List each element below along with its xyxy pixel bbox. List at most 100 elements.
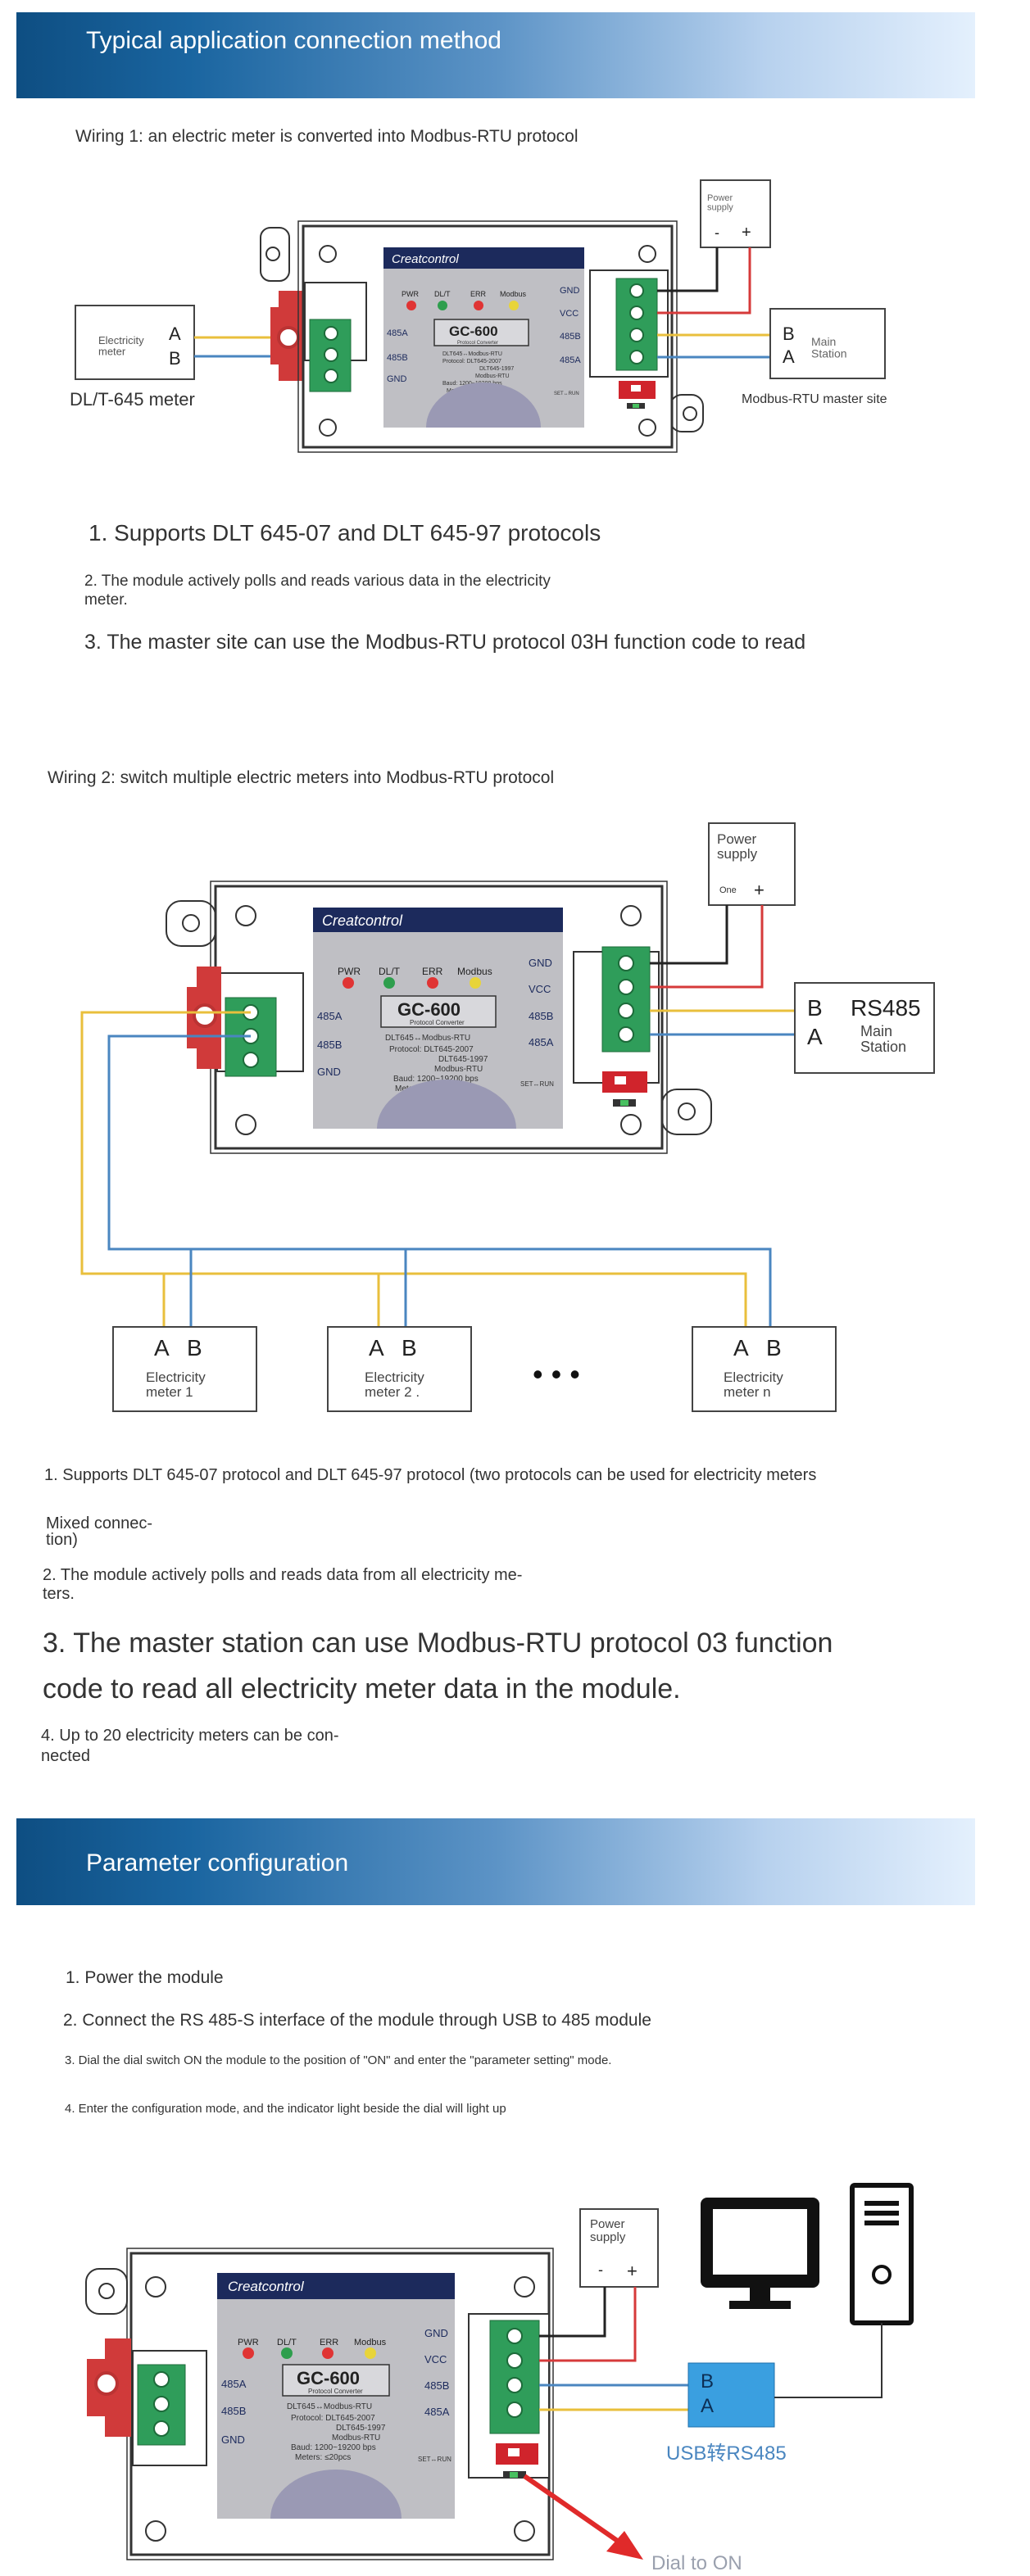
right-term-vcc: VCC <box>560 309 579 319</box>
s2-point-1: 1. Supports DLT 645-07 protocol and DLT … <box>44 1466 817 1484</box>
banner-title-2: Parameter configuration <box>86 1849 349 1877</box>
section-banner-connection: Typical application connection method <box>16 12 975 98</box>
device-model-3: GC-600 <box>297 2368 360 2388</box>
power-one: One <box>719 885 737 895</box>
meter-caption: DL/T-645 meter <box>70 389 195 410</box>
spec-line-3: DLT645-1997 <box>479 366 514 372</box>
power-minus-3: - <box>598 2261 603 2278</box>
left-term-485b: 485B <box>387 353 408 363</box>
config-diagram: Creatcontrol PWR DL/T ERR Modbus GC-600 … <box>85 2183 914 2574</box>
svg-text:A: A <box>369 1335 384 1360</box>
left-term-gnd: GND <box>387 374 407 384</box>
spec-line-3-4: Modbus-RTU <box>332 2433 380 2442</box>
wiring-1-title: Wiring 1: an electric meter is converted… <box>75 127 579 146</box>
s2-point-4: 4. Up to 20 electricity meters can be co… <box>41 1727 339 1765</box>
s3-step-2: 2. Connect the RS 485-S interface of the… <box>63 2011 651 2030</box>
left-term-2-gnd: GND <box>317 1066 341 1078</box>
right-term-2-gnd: GND <box>529 957 552 969</box>
device-model-sub: Protocol Converter <box>457 341 498 346</box>
right-term-3-gnd: GND <box>424 2327 448 2339</box>
rs485-station-box <box>794 982 935 1074</box>
led-label-pwr-2: PWR <box>338 966 361 977</box>
right-term-485a: 485A <box>560 355 581 365</box>
s3-step-3: 3. Dial the dial switch ON the module to… <box>65 2053 612 2067</box>
device-model: GC-600 <box>449 324 498 339</box>
svg-text:A: A <box>154 1335 170 1360</box>
right-term-3-485a: 485A <box>424 2406 450 2418</box>
device-body-2: Creatcontrol PWR DL/T ERR Modbus GC-600 … <box>166 881 712 1154</box>
device-brand: Creatcontrol <box>392 252 459 266</box>
left-term-2-485a: 485A <box>317 1010 343 1022</box>
power-plus-3: + <box>627 2261 638 2281</box>
svg-text:B: B <box>187 1335 202 1360</box>
s1-point-2: 2. The module actively polls and reads v… <box>84 573 551 609</box>
svg-text:A: A <box>701 2395 714 2417</box>
station-caption: Modbus-RTU master site <box>742 392 887 406</box>
left-term-3-gnd: GND <box>221 2433 245 2446</box>
power-plus-2: + <box>754 880 765 900</box>
left-term-2-485b: 485B <box>317 1039 342 1051</box>
right-term-2-vcc: VCC <box>529 983 551 995</box>
spec-line-4: Modbus-RTU <box>475 373 510 379</box>
spec-line-2-3: DLT645-1997 <box>438 1055 488 1064</box>
s2-point-2: 2. The module actively polls and reads d… <box>43 1566 523 1603</box>
switch-label-3: SET↔RUN <box>418 2456 451 2463</box>
right-term-2-485a: 485A <box>529 1036 554 1048</box>
led-label-dlt-3: DL/T <box>277 2338 297 2347</box>
device-brand-3: Creatcontrol <box>228 2279 305 2294</box>
pc-tower-icon <box>850 2183 914 2325</box>
s1-point-3: 3. The master site can use the Modbus-RT… <box>84 631 806 654</box>
s2-point-1-cont: Mixed connec- tion) <box>46 1514 153 1549</box>
station-term-b: B <box>783 324 795 344</box>
station2-term-b: RS485 <box>851 995 921 1021</box>
meter-term-b: B <box>169 348 181 369</box>
led-label-err: ERR <box>470 290 487 298</box>
s3-step-1: 1. Power the module <box>66 1968 224 1987</box>
wiring-2-diagram: Creatcontrol PWR DL/T ERR Modbus GC-600 … <box>80 822 935 1412</box>
spec-line-3-2: Protocol: DLT645-2007 <box>291 2414 375 2423</box>
meter-box <box>75 305 195 380</box>
power-supply-box <box>700 179 771 248</box>
device-model-sub-2: Protocol Converter <box>410 1019 465 1026</box>
left-term-3-485b: 485B <box>221 2405 246 2417</box>
power-supply-box-3 <box>579 2208 659 2288</box>
spec-line-3-5: Baud: 1200~19200 bps <box>291 2443 376 2452</box>
usb-rs485-module <box>687 2362 775 2428</box>
meter-box-2 <box>327 1326 472 1412</box>
s2-point-3: 3. The master station can use Modbus-RTU… <box>43 1628 833 1705</box>
device-model-sub-3: Protocol Converter <box>308 2388 363 2395</box>
meter-box-n <box>692 1326 837 1412</box>
dial-to-on-label: Dial to ON <box>651 2552 742 2574</box>
spec-line-2-1: DLT645↔Modbus-RTU <box>385 1034 470 1043</box>
meter-ellipsis: • • • <box>533 1357 580 1391</box>
power-plus: + <box>742 224 751 242</box>
spec-line-1: DLT645↔Modbus-RTU <box>442 351 502 357</box>
station2-a: A <box>807 1024 823 1049</box>
spec-line-2-2: Protocol: DLT645-2007 <box>389 1045 474 1054</box>
banner-title: Typical application connection method <box>86 27 501 54</box>
usb-label: USB转RS485 <box>666 2442 787 2465</box>
main-station-box <box>769 308 886 379</box>
right-term-2-485b: 485B <box>529 1010 553 1022</box>
left-term-3-485a: 485A <box>221 2378 247 2390</box>
section-banner-parameter: Parameter configuration <box>16 1818 975 1905</box>
spec-line-2-5: Baud: 1200~19200 bps <box>393 1075 479 1084</box>
right-term-485b: 485B <box>560 332 581 342</box>
led-label-err-2: ERR <box>422 966 443 977</box>
spec-line-2: Protocol: DLT645-2007 <box>442 359 501 364</box>
led-label-pwr-3: PWR <box>238 2338 259 2347</box>
spec-line-3-3: DLT645-1997 <box>336 2424 386 2433</box>
led-label-modbus: Modbus <box>500 290 527 298</box>
svg-text:B: B <box>701 2370 714 2393</box>
left-term-485a: 485A <box>387 328 408 338</box>
device-body-3: Creatcontrol PWR DL/T ERR Modbus GC-600 … <box>85 2248 554 2560</box>
led-label-dlt-2: DL/T <box>379 966 401 977</box>
power-minus: - <box>715 224 719 241</box>
